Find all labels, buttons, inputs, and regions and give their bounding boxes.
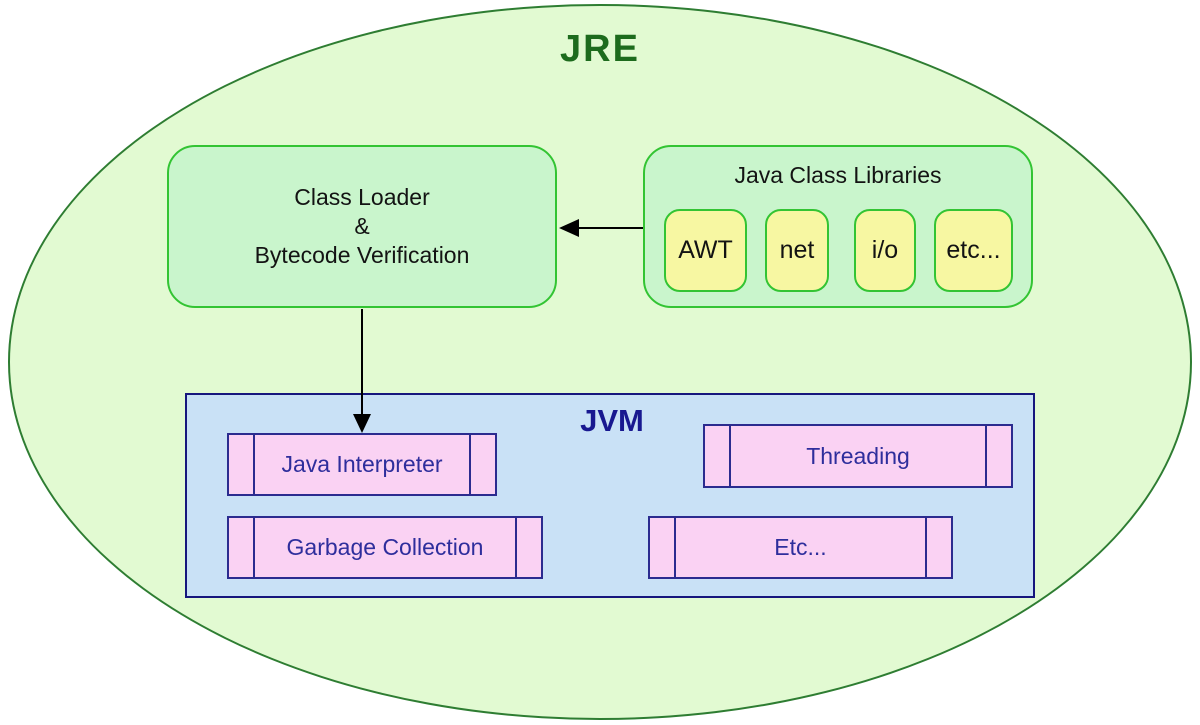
process-side-bar-left (650, 518, 676, 577)
library-item-net: net (765, 209, 829, 292)
jvm-component-label: Java Interpreter (281, 451, 443, 477)
process-side-bar-left (229, 435, 255, 494)
class-loader-line-2: & (354, 213, 370, 239)
class-loader-line-3: Bytecode Verification (254, 242, 470, 268)
jvm-component-etc: Etc... (648, 516, 953, 579)
jre-title: JRE (560, 28, 640, 70)
process-side-bar-left (705, 426, 731, 486)
process-side-bar-right (469, 435, 495, 494)
process-side-bar-left (229, 518, 255, 577)
jvm-component-label: Garbage Collection (286, 534, 484, 560)
jvm-component-threading: Threading (703, 424, 1013, 488)
java-class-libraries-title: Java Class Libraries (734, 162, 942, 188)
library-item-etc: etc... (934, 209, 1013, 292)
library-item-io: i/o (854, 209, 916, 292)
process-side-bar-right (985, 426, 1011, 486)
jvm-component-java-interpreter: Java Interpreter (227, 433, 497, 496)
jvm-component-label: Threading (806, 442, 910, 469)
process-side-bar-right (515, 518, 541, 577)
library-item-awt: AWT (664, 209, 747, 292)
class-loader-box: Class Loader & Bytecode Verification (167, 145, 557, 308)
jvm-component-garbage-collection: Garbage Collection (227, 516, 543, 579)
jvm-title: JVM (580, 403, 644, 438)
jre-ellipse (8, 4, 1192, 720)
process-side-bar-right (925, 518, 951, 577)
java-class-libraries-box: Java Class Libraries AWT net i/o etc... (643, 145, 1033, 308)
class-loader-line-1: Class Loader (294, 184, 430, 210)
jvm-component-label: Etc... (774, 534, 827, 560)
